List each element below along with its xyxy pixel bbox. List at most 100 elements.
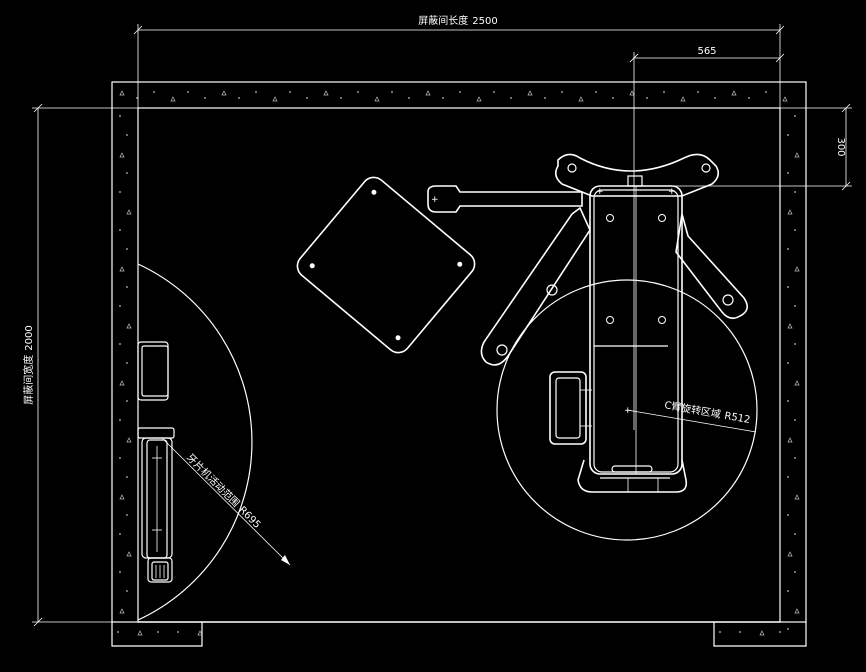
wall-hatch-dot [714,97,716,99]
wall-hatch-mark [794,494,800,500]
wall-hatch-dot [787,476,789,478]
wall-hatch-mark [119,608,125,614]
wall-hatch-mark [731,90,737,96]
wall-hatch-dot [748,97,750,99]
wall-hatch-dot [794,419,796,421]
wall-hatch-dot [787,248,789,250]
panel-support-arm: + [427,185,583,213]
wall-hatch-mark [221,90,227,96]
wall-hatch-dot [719,631,721,633]
wall-hatch [117,90,800,636]
wall-hatch-dot [794,115,796,117]
tilted-panel [296,176,476,354]
dimension-offset-x: 565 [629,46,785,430]
wall-hatch-dot [493,91,495,93]
wall-hatch-dot [787,172,789,174]
wall-hatch-dot [136,97,138,99]
wall-foot-left [111,622,203,647]
wall-hatch-dot [794,191,796,193]
wall-hatch-dot [697,91,699,93]
wall-hatch-dot [787,134,789,136]
wall-hatch-dot [126,134,128,136]
wall-hatch-dot [255,91,257,93]
wall-hatch-dot [126,248,128,250]
wall-hatch-dot [126,172,128,174]
wall-hatch-mark [794,152,800,158]
wall-hatch-mark [170,96,176,102]
wall-hatch-dot [646,97,648,99]
wall-hatch-dot [794,457,796,459]
wall-hatch-dot [119,419,121,421]
wall-hatch-dot [340,97,342,99]
wall-hatch-mark [794,608,800,614]
wall-hatch-mark [578,96,584,102]
wall-hatch-mark [787,551,793,557]
wall-hatch-mark [759,630,765,636]
dental-range-arc [137,263,253,621]
wall-hatch-dot [765,91,767,93]
svg-text:+: + [596,187,604,197]
wall-hatch-dot [739,631,741,633]
wall-hatch-dot [126,286,128,288]
wall-hatch-mark [794,266,800,272]
wall-foot-right [713,622,807,647]
wall-hatch-dot [153,91,155,93]
svg-text:+: + [431,195,439,205]
wall-hatch-dot [794,533,796,535]
wall-hatch-mark [794,380,800,386]
wall-hatch-mark [782,96,788,102]
wall-box [137,341,169,401]
wall-hatch-mark [476,96,482,102]
wall-hatch-dot [119,115,121,117]
wall-hatch-mark [323,90,329,96]
wall-hatch-dot [289,91,291,93]
wall-hatch-dot [119,305,121,307]
wall-hatch-mark [374,96,380,102]
wall-hatch-mark [119,152,125,158]
wall-hatch-dot [794,343,796,345]
c-arm-radius-line [626,409,757,433]
dimension-width: 屏蔽间宽度2000 [22,103,138,627]
wall-hatch-mark [197,630,203,636]
wall-hatch-dot [126,400,128,402]
wall-hatch-dot [442,97,444,99]
wall-hatch-mark [787,209,793,215]
dental-activity-zone: 牙片机活动范围R695 [137,263,291,621]
wall-hatch-dot [510,97,512,99]
dental-xray-arm [137,427,175,583]
wall-hatch-dot [794,305,796,307]
wall-hatch-dot [117,631,119,633]
wall-hatch-mark [272,96,278,102]
wall-hatch-dot [595,91,597,93]
wall-hatch-dot [357,91,359,93]
wall-hatch-dot [119,571,121,573]
wall-hatch-mark [680,96,686,102]
wall-hatch-dot [459,91,461,93]
wall-hatch-dot [119,229,121,231]
c-arm-range-circle [496,279,758,541]
wall-hatch-dot [187,91,189,93]
outer-wall-outline [111,81,807,623]
wall-hatch-dot [238,97,240,99]
dental-radius-arrow [281,555,290,565]
wall-hatch-dot [204,97,206,99]
dental-zone-label: 牙片机活动范围R695 [184,451,264,531]
dimension-width-text: 屏蔽间宽度2000 [22,325,35,404]
wall-hatch-dot [157,631,159,633]
wall-hatch-dot [663,91,665,93]
wall-hatch-dot [779,631,781,633]
wall-hatch-dot [787,628,789,630]
dimension-offset-x-text: 565 [697,46,716,57]
wall-hatch-mark [119,90,125,96]
wall-hatch-mark [629,90,635,96]
wall-hatch-dot [119,343,121,345]
wall-hatch-dot [126,476,128,478]
wall-hatch-dot [787,400,789,402]
wall-hatch-mark [126,551,132,557]
dental-radius-line [161,437,291,566]
wall-hatch-mark [119,494,125,500]
